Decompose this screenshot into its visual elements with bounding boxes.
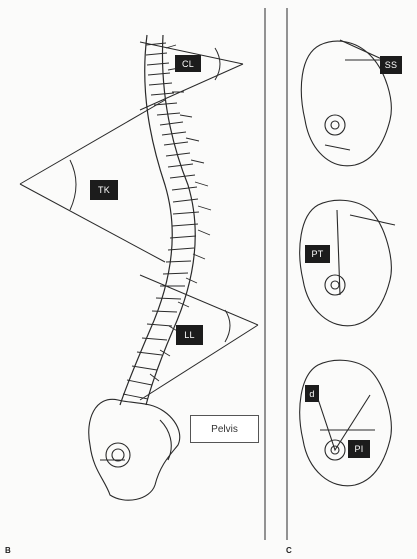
pelvis-left-drawing: [89, 399, 180, 500]
pi-label: PI: [348, 440, 370, 458]
d-label: d: [305, 385, 319, 402]
vertebrae: [123, 43, 199, 399]
cl-angle-lines: [140, 42, 243, 110]
cl-label: CL: [175, 55, 201, 72]
ll-label: LL: [176, 325, 203, 345]
pelvis-c-middle: [300, 200, 395, 326]
tk-label: TK: [90, 180, 118, 200]
ss-label: SS: [380, 56, 402, 74]
panel-letter-c: C: [286, 546, 292, 555]
pt-label: PT: [305, 245, 330, 263]
spine-outline-posterior: [146, 35, 195, 405]
pelvis-c-bottom: [300, 360, 392, 486]
panel-letter-b: B: [5, 546, 11, 555]
pelvis-label: Pelvis: [190, 415, 259, 443]
